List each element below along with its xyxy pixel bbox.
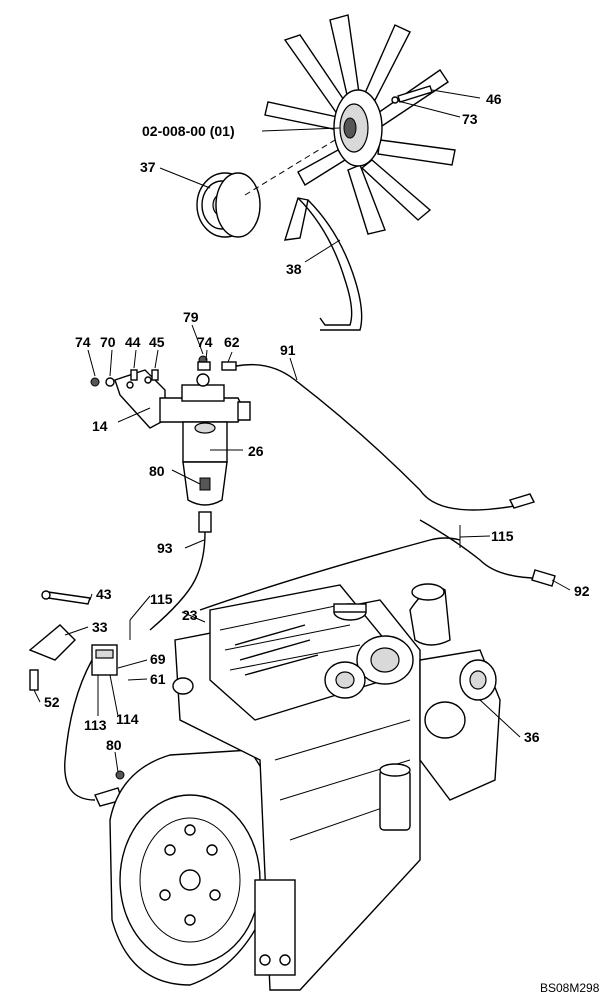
drain-fitting xyxy=(198,511,212,533)
filter-small-parts xyxy=(90,355,237,387)
filter-head xyxy=(159,373,251,423)
callout-70: 70 xyxy=(100,334,116,350)
callout-43: 43 xyxy=(96,586,112,602)
fuel-line-115 xyxy=(419,519,551,579)
callout-80-filter: 80 xyxy=(149,463,165,479)
callout-23: 23 xyxy=(182,607,198,623)
callout-114: 114 xyxy=(116,711,139,727)
callout-69: 69 xyxy=(150,651,166,667)
callout-61: 61 xyxy=(150,671,166,687)
leader-lines xyxy=(33,89,571,773)
callout-52: 52 xyxy=(44,694,60,710)
bolt-43 xyxy=(41,590,91,605)
drawing-code: BS08M298 xyxy=(540,981,600,995)
connector-113-114 xyxy=(91,644,118,676)
axis-line xyxy=(244,139,336,196)
callout-79: 79 xyxy=(183,309,199,325)
fuel-filter xyxy=(182,421,228,506)
callout-73: 73 xyxy=(462,111,478,127)
exhaust-manifold-36 xyxy=(419,649,501,801)
drive-belt xyxy=(284,197,363,331)
harness-line xyxy=(199,537,461,611)
line-fitting-92 xyxy=(531,569,556,587)
callout-36: 36 xyxy=(524,729,540,745)
callout-62: 62 xyxy=(224,334,240,350)
callout-113: 113 xyxy=(84,717,107,733)
callout-14: 14 xyxy=(92,418,108,434)
fuel-line-93 xyxy=(149,531,206,631)
bolt-52 xyxy=(29,669,39,691)
callout-92: 92 xyxy=(574,583,590,599)
callout-26: 26 xyxy=(248,443,264,459)
pulley xyxy=(196,172,261,238)
bracket-33 xyxy=(28,624,76,661)
callout-115-left: 115 xyxy=(150,591,173,607)
callout-labels: 46 73 02-008-00 (01) 37 38 79 74 70 44 4… xyxy=(44,91,590,753)
callout-74-right: 74 xyxy=(197,334,213,350)
callout-fan-assembly: 02-008-00 (01) xyxy=(142,123,235,139)
engine-block xyxy=(109,584,421,991)
callout-93: 93 xyxy=(157,540,173,556)
callout-45: 45 xyxy=(149,334,165,350)
callout-46: 46 xyxy=(486,91,502,107)
callout-74-left: 74 xyxy=(75,334,91,350)
fuel-line-91 xyxy=(235,363,521,511)
callout-44: 44 xyxy=(125,334,141,350)
cooling-fan xyxy=(264,14,456,235)
fan-bolt xyxy=(391,85,433,104)
turbocharger xyxy=(324,583,451,699)
callout-80-sensor: 80 xyxy=(106,737,122,753)
callout-38: 38 xyxy=(286,261,302,277)
sensor-wire xyxy=(64,659,96,801)
callout-115-right: 115 xyxy=(491,528,514,544)
callout-33: 33 xyxy=(92,619,108,635)
callout-91: 91 xyxy=(280,342,296,358)
callout-37: 37 xyxy=(140,159,156,175)
line-fitting-upper xyxy=(509,493,535,509)
